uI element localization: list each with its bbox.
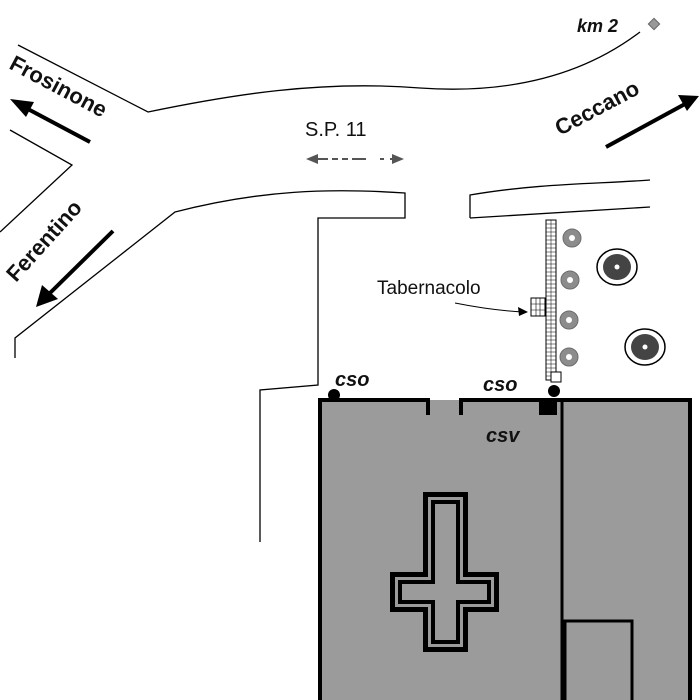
road-bottom-right-edge — [469, 206, 651, 219]
ceccano-arrow — [605, 102, 686, 149]
building-wall-left — [318, 398, 430, 700]
road-bottom-edge-right — [469, 179, 651, 218]
building-fill — [320, 400, 690, 700]
point-markers — [328, 385, 560, 415]
shrub-icon — [559, 310, 579, 330]
sp11-arrowhead-left — [306, 154, 318, 164]
large-trees — [596, 248, 666, 366]
road-top-edge — [17, 31, 641, 113]
shrub-icon — [562, 228, 582, 248]
ferentino-arrowhead — [36, 285, 58, 307]
tree-icon — [624, 328, 666, 366]
cso-left-dot — [328, 389, 340, 401]
direction-arrows — [10, 95, 699, 307]
label-ferentino: Ferentino — [1, 195, 87, 286]
tabernacolo-pointer-arrow — [454, 302, 524, 313]
road-ferentino-upper-edge — [0, 129, 74, 233]
label-cso-right: cso — [483, 374, 517, 396]
church-building — [318, 398, 692, 700]
label-ceccano: Ceccano — [551, 75, 644, 140]
road-bottom-edge-left — [14, 190, 406, 542]
building-wall-front — [459, 398, 692, 700]
cso-right-dot — [548, 385, 560, 397]
frosinone-arrow — [25, 106, 91, 144]
tree-icon — [596, 248, 638, 286]
label-cso-left: cso — [335, 369, 369, 391]
shrub-icon — [559, 347, 579, 367]
ceccano-arrowhead — [678, 95, 699, 111]
building-annex — [563, 619, 634, 700]
shrub-icon — [560, 270, 580, 290]
cross-icon — [390, 492, 499, 652]
shrubs — [559, 228, 582, 367]
hedge-path — [545, 219, 562, 383]
csv-square — [539, 399, 557, 415]
ferentino-arrow — [48, 229, 115, 295]
road-outlines — [0, 31, 651, 542]
hedge-end-box — [550, 371, 562, 383]
label-csv: csv — [486, 425, 521, 447]
sp11-arrowhead-right — [392, 154, 404, 164]
label-road-sp11: S.P. 11 — [305, 119, 367, 141]
km-marker-icon — [647, 17, 661, 31]
label-km-marker: km 2 — [577, 16, 618, 36]
frosinone-arrowhead — [10, 99, 34, 117]
tabernacolo-arrowhead — [518, 307, 528, 316]
tabernacolo-icon — [530, 297, 546, 317]
label-tabernacolo: Tabernacolo — [377, 278, 481, 299]
